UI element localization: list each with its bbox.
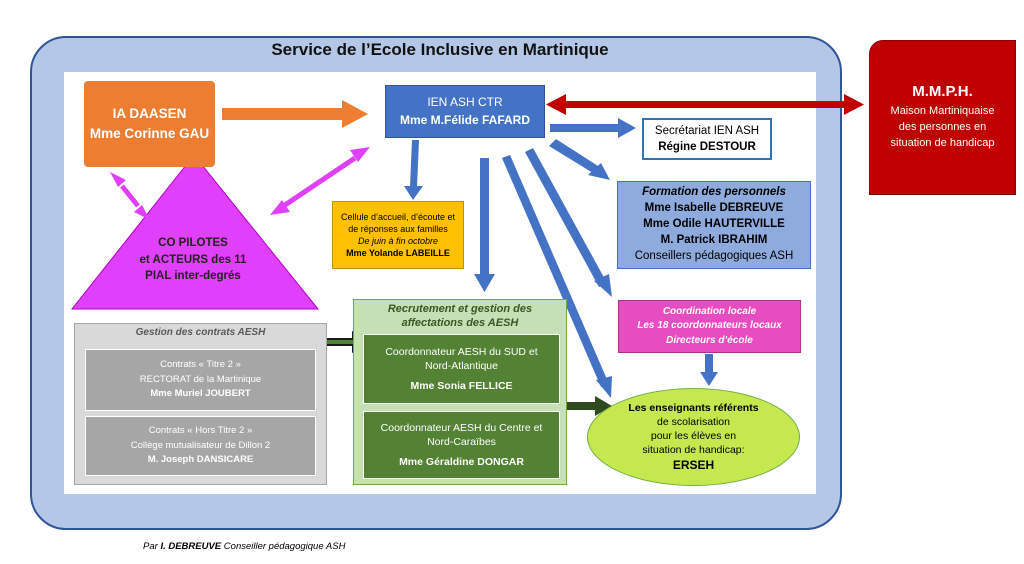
ia-title: IA DAASEN bbox=[112, 105, 187, 121]
cellule-dates: De juin à fin octobre bbox=[357, 236, 439, 246]
coordination-box: Coordination locale Les 18 coordonnateur… bbox=[618, 300, 801, 353]
mmph-box: M.M.P.H. Maison Martiniquaise des person… bbox=[869, 40, 1016, 195]
copilotes-line2: et ACTEURS des 11 bbox=[139, 253, 247, 266]
mmph-line3: situation de handicap bbox=[890, 136, 995, 149]
hors-line2: Collège mutualisateur de Dillon 2 bbox=[130, 439, 271, 451]
arrow-copilotes-ien bbox=[270, 147, 370, 215]
centre-line1: Coordonnateur AESH du Centre et bbox=[380, 422, 543, 435]
arrows-ien-blue bbox=[404, 118, 718, 398]
ens-line4: situation de handicap: bbox=[642, 444, 745, 457]
cellule-box: Cellule d’accueil, d’écoute et de répons… bbox=[332, 201, 464, 269]
recrutement-panel: Recrutement et gestion des affectations … bbox=[353, 299, 567, 485]
secretariat-box: Secrétariat IEN ASH Régine DESTOUR bbox=[642, 118, 772, 160]
gestion-title: Gestion des contrats AESH bbox=[135, 327, 266, 338]
enseignants-referents-ellipse: Les enseignants référents de scolarisati… bbox=[587, 388, 800, 486]
hors-line1: Contrats « Hors Titre 2 » bbox=[148, 424, 253, 436]
coordination-line2: Les 18 coordonnateurs locaux bbox=[637, 320, 782, 332]
formation-box: Formation des personnels Mme Isabelle DE… bbox=[617, 181, 811, 269]
coordonnateur-centre-box: Coordonnateur AESH du Centre et Nord-Car… bbox=[363, 411, 560, 479]
formation-person-1: Mme Isabelle DEBREUVE bbox=[644, 202, 784, 215]
arrow-ia-copilotes bbox=[110, 172, 150, 220]
copilotes-label: CO PILOTES et ACTEURS des 11 PIAL inter-… bbox=[118, 235, 268, 285]
ens-line2: de scolarisation bbox=[657, 415, 730, 428]
secretariat-name: Régine DESTOUR bbox=[658, 141, 756, 153]
copilotes-line1: CO PILOTES bbox=[158, 237, 228, 249]
footer-author: I. DEBREUVE bbox=[160, 541, 222, 552]
coordination-line3: Directeurs d’école bbox=[666, 334, 753, 346]
contrats-titre2-box: Contrats « Titre 2 » RECTORAT de la Mart… bbox=[85, 349, 316, 411]
recrutement-title: Recrutement et gestion des affectations … bbox=[354, 302, 566, 331]
ia-daasen-box: IA DAASEN Mme Corinne GAU bbox=[84, 81, 215, 167]
mmph-title: M.M.P.H. bbox=[912, 83, 973, 101]
recrutement-title-2: affectations des AESH bbox=[401, 317, 519, 330]
ens-line1: Les enseignants référents bbox=[628, 401, 759, 414]
coordination-line1: Coordination locale bbox=[662, 305, 757, 317]
diagram-title: Service de l’Ecole Inclusive en Martiniq… bbox=[271, 40, 609, 59]
footer-suffix: Conseiller pédagogique ASH bbox=[221, 541, 346, 552]
recrutement-title-1: Recrutement et gestion des bbox=[387, 303, 533, 315]
ens-acronym: ERSEH bbox=[672, 458, 715, 473]
copilotes-line3: PIAL inter-degrés bbox=[145, 270, 241, 283]
titre2-line2: RECTORAT de la Martinique bbox=[139, 373, 262, 385]
mmph-line2: des personnes en bbox=[898, 121, 987, 134]
formation-role: Conseillers pédagogiques ASH bbox=[634, 249, 794, 262]
ien-name: Mme M.Félide FAFARD bbox=[399, 112, 530, 127]
copilotes-triangle bbox=[70, 154, 320, 310]
secretariat-title: Secrétariat IEN ASH bbox=[654, 124, 760, 137]
formation-title: Formation des personnels bbox=[642, 186, 786, 199]
ien-ash-box: IEN ASH CTR Mme M.Félide FAFARD bbox=[385, 85, 545, 138]
arrow-ien-mmph bbox=[546, 94, 864, 115]
contrats-hors-titre2-box: Contrats « Hors Titre 2 » Collège mutual… bbox=[85, 416, 316, 476]
centre-name: Mme Géraldine DONGAR bbox=[399, 455, 524, 468]
mmph-line1: Maison Martiniquaise bbox=[890, 105, 995, 118]
arrow-ia-to-ien bbox=[222, 100, 368, 128]
ia-name: Mme Corinne GAU bbox=[89, 126, 210, 141]
hors-name: M. Joseph DANSICARE bbox=[147, 454, 254, 466]
sud-name: Mme Sonia FELLICE bbox=[410, 379, 513, 392]
sud-line1: Coordonnateur AESH du SUD et bbox=[385, 346, 538, 359]
formation-person-2: Mme Odile HAUTERVILLE bbox=[643, 218, 785, 231]
cellule-line1: Cellule d’accueil, d’écoute et bbox=[340, 211, 456, 222]
footer-prefix: Par bbox=[143, 541, 161, 552]
titre2-line1: Contrats « Titre 2 » bbox=[160, 358, 241, 370]
cellule-name: Mme Yolande LABEILLE bbox=[346, 248, 450, 259]
ens-line3: pour les élèves en bbox=[650, 429, 737, 442]
titre2-name: Mme Muriel JOUBERT bbox=[150, 388, 251, 400]
centre-line2: Nord-Caraïbes bbox=[427, 436, 496, 449]
footer-credit: Par I. DEBREUVE Conseiller pédagogique A… bbox=[143, 541, 345, 552]
coordonnateur-sud-box: Coordonnateur AESH du SUD et Nord-Atlant… bbox=[363, 334, 560, 404]
ien-title: IEN ASH CTR bbox=[427, 95, 503, 110]
cellule-line2: de réponses aux familles bbox=[348, 223, 448, 234]
sud-line2: Nord-Atlantique bbox=[425, 360, 498, 373]
formation-person-3: M. Patrick IBRAHIM bbox=[660, 233, 768, 246]
gestion-contrats-panel: Gestion des contrats AESH Contrats « Tit… bbox=[74, 323, 327, 485]
